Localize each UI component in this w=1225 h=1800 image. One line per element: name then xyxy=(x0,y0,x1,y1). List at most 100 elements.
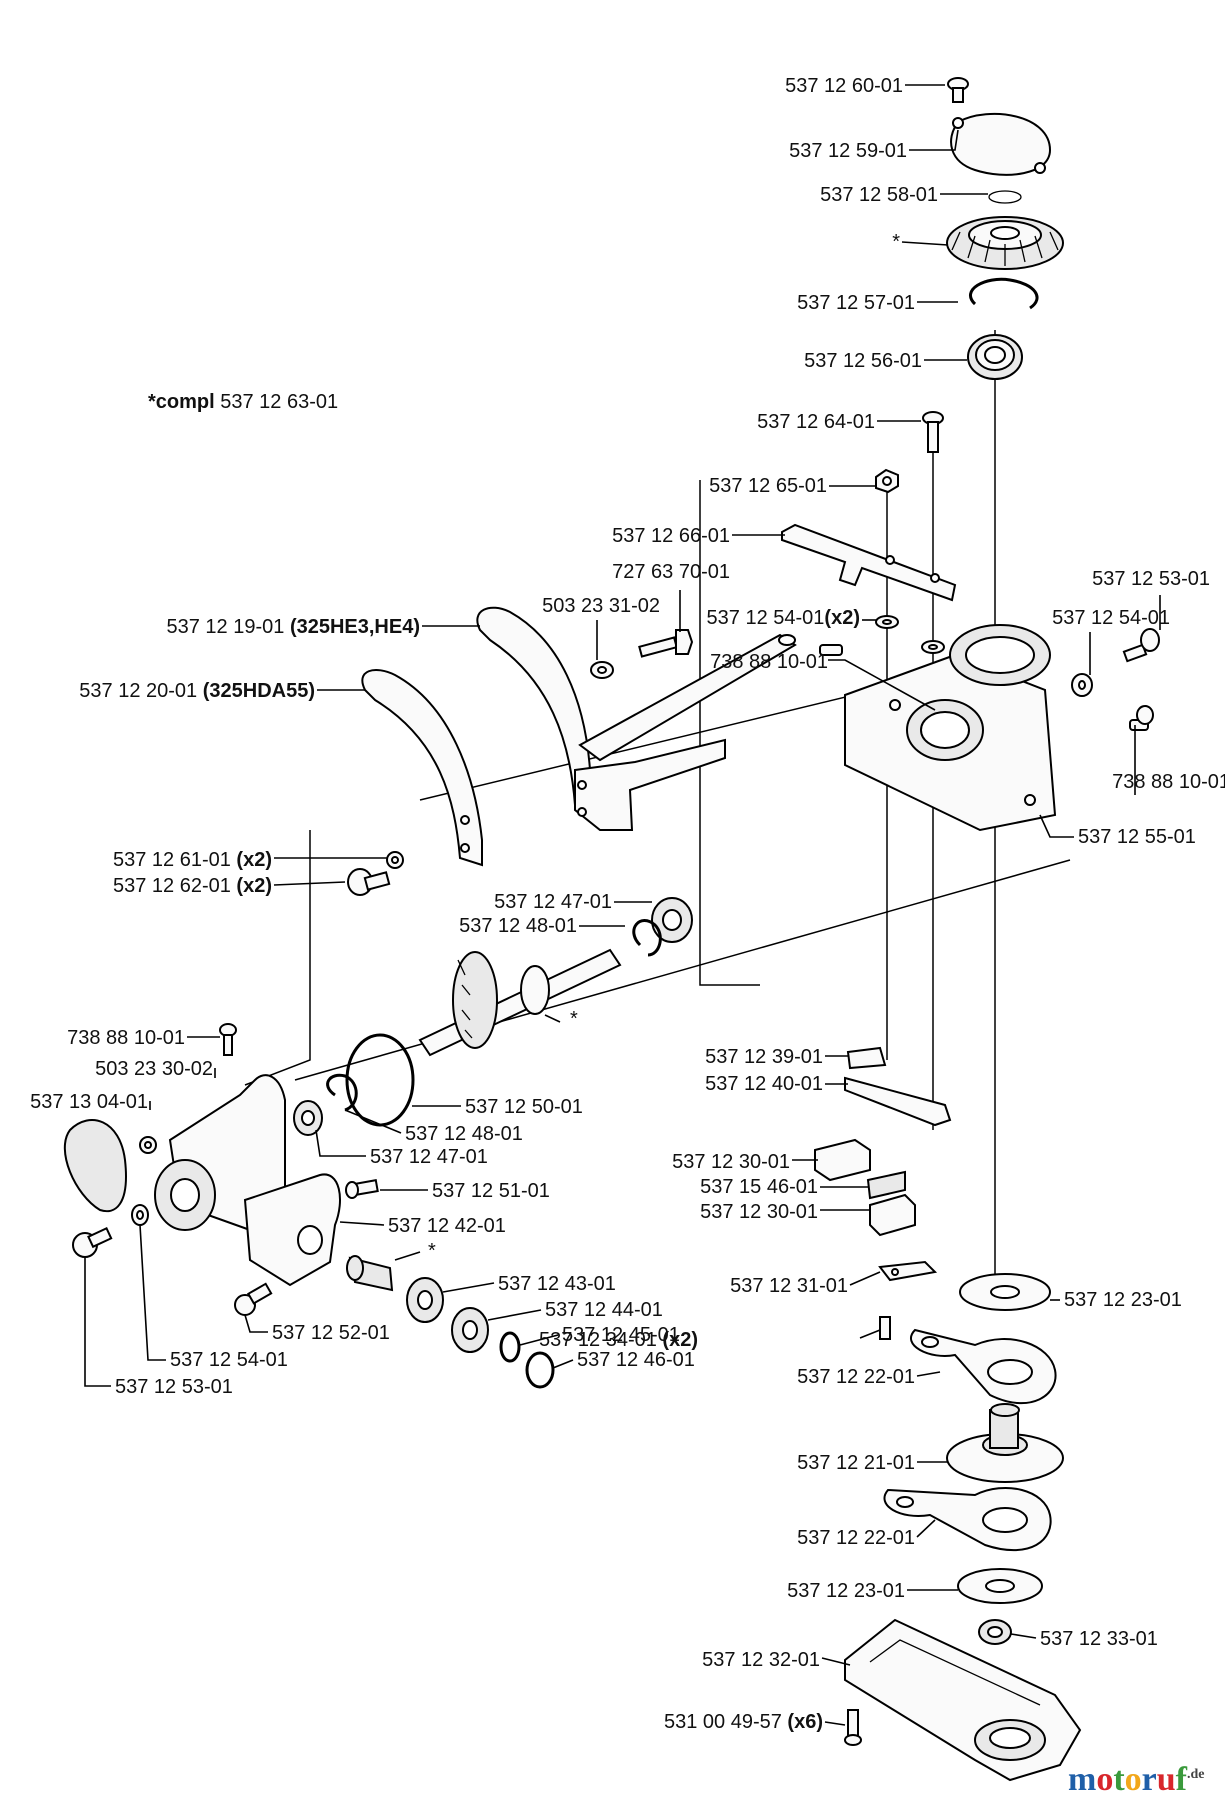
leader-line-p45 xyxy=(859,1329,881,1339)
part-number: 537 12 54-01 xyxy=(170,1349,288,1371)
part-number: 537 12 31-01 xyxy=(730,1275,848,1297)
part-label-p41: 537 12 23-01 xyxy=(1064,1289,1182,1311)
note-prefix: *compl xyxy=(148,391,215,413)
part-label-p34: 537 15 46-01 xyxy=(700,1176,818,1198)
leader-line-p02 xyxy=(909,129,959,151)
pinion-shaft xyxy=(418,948,622,1057)
part-label-p43: 537 12 52-01 xyxy=(272,1322,390,1344)
long-bolt xyxy=(922,411,944,453)
part-label-p40: 537 12 31-01 xyxy=(730,1275,848,1297)
part-label-p30: 537 12 50-01 xyxy=(465,1096,583,1118)
part-label-p38: * xyxy=(428,1240,436,1262)
part-number: 537 12 53-01 xyxy=(115,1376,233,1398)
part-number: 537 12 20-01 xyxy=(79,680,202,702)
part-number: 537 12 34-01 xyxy=(539,1329,662,1351)
part-label-p20: 537 12 61-01 (x2) xyxy=(113,849,272,871)
housing-washer xyxy=(1071,673,1093,697)
part-label-p46: 537 12 54-01 xyxy=(170,1349,288,1371)
part-label-p50: 537 12 21-01 xyxy=(797,1452,915,1474)
part-number: 503 23 31-02 xyxy=(542,595,660,617)
part-number: 537 12 47-01 xyxy=(494,891,612,913)
handle-brackets xyxy=(361,606,797,867)
part-label-p24: * xyxy=(570,1008,578,1030)
guide-block-1 xyxy=(814,1138,871,1182)
part-label-p03: 537 12 58-01 xyxy=(820,184,938,206)
lower-clip-2 xyxy=(525,1351,555,1389)
bottom-housing xyxy=(844,1618,1082,1782)
small-circlip xyxy=(988,190,1022,204)
leader-line-p53 xyxy=(1010,1633,1037,1639)
part-label-p39: 537 12 43-01 xyxy=(498,1273,616,1295)
part-label-p18: 738 88 10-01 xyxy=(1112,771,1225,793)
part-label-p06: 537 12 56-01 xyxy=(804,350,922,372)
part-label-p49: 537 12 53-01 xyxy=(115,1376,233,1398)
part-number: 537 12 54-01 xyxy=(1052,607,1170,629)
part-label-p35: 537 12 51-01 xyxy=(432,1180,550,1202)
part-number: * xyxy=(892,231,900,253)
upper-gear-stack xyxy=(946,77,1064,380)
part-label-p23: 537 12 48-01 xyxy=(459,915,577,937)
bevel-gear xyxy=(946,216,1064,270)
logo-letter: f xyxy=(1176,1761,1188,1798)
side-bolt xyxy=(638,629,694,658)
part-label-p37: 537 12 42-01 xyxy=(388,1215,506,1237)
lower-bearing-2 xyxy=(451,1307,489,1353)
part-qualifier: (x2) xyxy=(662,1329,698,1351)
part-number: 727 63 70-01 xyxy=(612,561,730,583)
spacer-plate xyxy=(846,1046,887,1070)
leader-line-p55 xyxy=(824,1721,846,1726)
part-number: 537 12 64-01 xyxy=(757,411,875,433)
part-number: 537 12 55-01 xyxy=(1078,826,1196,848)
part-label-p01: 537 12 60-01 xyxy=(785,75,903,97)
shaft-housing xyxy=(63,1023,555,1389)
assembly-axes xyxy=(244,330,1071,1300)
part-number: 537 12 43-01 xyxy=(498,1273,616,1295)
part-number: 537 12 23-01 xyxy=(787,1580,905,1602)
part-label-p32: 537 12 47-01 xyxy=(370,1146,488,1168)
part-number: 537 12 30-01 xyxy=(672,1151,790,1173)
leader-line-p40 xyxy=(849,1271,881,1286)
part-label-p54: 537 12 32-01 xyxy=(702,1649,820,1671)
lower-washer xyxy=(139,1136,157,1154)
part-number: 537 12 39-01 xyxy=(705,1046,823,1068)
part-number: 537 12 48-01 xyxy=(459,915,577,937)
part-label-p53: 537 12 33-01 xyxy=(1040,1628,1158,1650)
leader-line-p37 xyxy=(339,1221,385,1226)
part-label-p44: 537 12 45-01 xyxy=(562,1324,680,1346)
top-cover xyxy=(950,112,1052,176)
part-label-p13: 537 12 54-01(x2) xyxy=(707,607,860,629)
part-number: 537 12 60-01 xyxy=(785,75,903,97)
part-label-p22: 537 12 47-01 xyxy=(494,891,612,913)
part-label-p16: 537 12 54-01 xyxy=(1052,607,1170,629)
housing-bolt xyxy=(345,1179,379,1199)
leader-line-p42 xyxy=(487,1309,542,1321)
leader-line-p48 xyxy=(916,1371,941,1377)
gear-circlip xyxy=(969,277,1039,310)
part-label-p25: 738 88 10-01 xyxy=(67,1027,185,1049)
logo-letter: t xyxy=(1113,1761,1125,1798)
part-number: 738 88 10-01 xyxy=(1112,771,1225,793)
part-label-p51: 537 12 22-01 xyxy=(797,1527,915,1549)
lower-bearing-1 xyxy=(406,1277,444,1323)
part-label-p36: 537 12 30-01 xyxy=(700,1201,818,1223)
part-label-p27: 537 13 04-01 xyxy=(30,1091,148,1113)
part-label-p19: 537 12 55-01 xyxy=(1078,826,1196,848)
mount-plate xyxy=(781,523,957,602)
leader-line-p51 xyxy=(916,1519,936,1538)
leader-line-p31 xyxy=(344,1109,402,1134)
lower-grease-nipple xyxy=(219,1023,237,1056)
part-number: 537 12 33-01 xyxy=(1040,1628,1158,1650)
drive-shaft-assembly xyxy=(293,897,693,1136)
blade-drive-stack xyxy=(844,1273,1082,1782)
grease-nipple-left xyxy=(819,644,843,656)
leader-line-p44 xyxy=(519,1334,559,1346)
shaft-bearing xyxy=(651,897,693,943)
logo-letter: m xyxy=(1068,1761,1096,1798)
part-label-p28: 537 12 39-01 xyxy=(705,1046,823,1068)
part-number: 537 12 57-01 xyxy=(797,292,915,314)
part-number: 537 12 51-01 xyxy=(432,1180,550,1202)
part-label-p52: 537 12 23-01 xyxy=(787,1580,905,1602)
part-label-p29: 537 12 40-01 xyxy=(705,1073,823,1095)
part-number: 537 12 22-01 xyxy=(797,1366,915,1388)
